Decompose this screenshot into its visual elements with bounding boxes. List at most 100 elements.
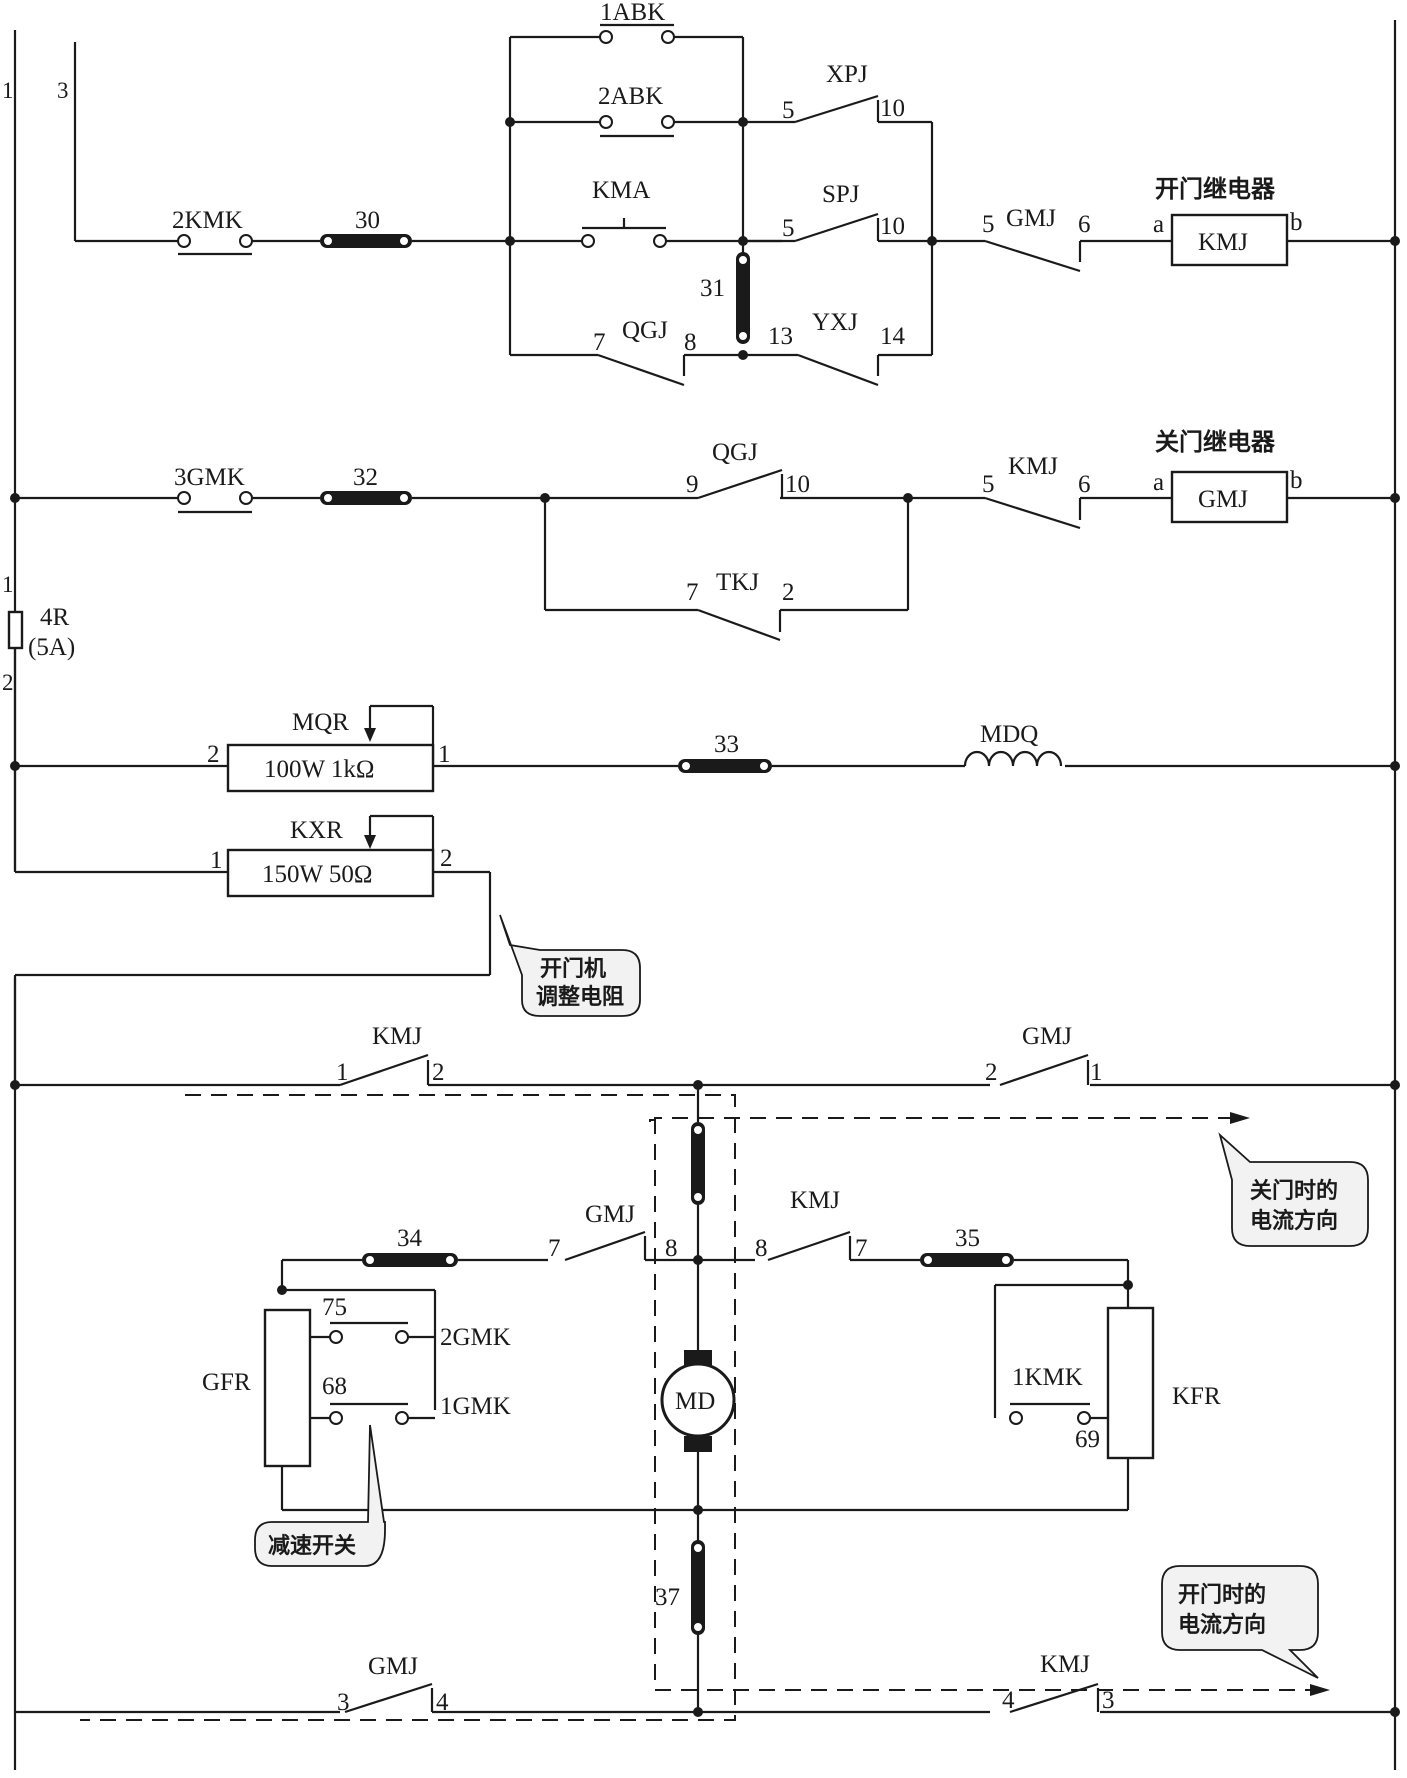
relay-gmj-coil: [1170, 470, 1289, 524]
callout-adjust-line2: 调整电阻: [536, 984, 624, 1010]
tkj-pin-2: 2: [782, 579, 795, 606]
contact-gmj-5-6: [984, 239, 1082, 273]
contact-1abk-label: 1ABK: [600, 0, 665, 26]
fuse-37-label: 37: [655, 1584, 680, 1611]
fuse-33: [678, 759, 772, 773]
closing-callout-line1: 关门时的: [1250, 1178, 1338, 1204]
switch-3gmk: [177, 491, 253, 514]
gmj-bot-pin-4: 4: [436, 1689, 449, 1716]
gmj-pin-5: 5: [982, 211, 995, 238]
junction: [693, 1707, 703, 1717]
spj-label: SPJ: [822, 181, 860, 208]
rheostat-kxr-value: 150W 50Ω: [262, 861, 372, 888]
relay-gmj-title: 关门继电器: [1155, 428, 1276, 456]
fuse-35-label: 35: [955, 1225, 980, 1252]
spj-pin-10: 10: [880, 213, 905, 240]
gmj-5-6-label: GMJ: [1006, 205, 1056, 232]
kmj-pin-6: 6: [1078, 471, 1091, 498]
button-kma: [581, 218, 667, 248]
junction: [505, 117, 515, 127]
contact-kmj-4-3: [1009, 1682, 1100, 1714]
contact-xpj: [794, 94, 880, 124]
tkj-label: TKJ: [716, 569, 759, 596]
coil-mdq-label: MDQ: [980, 721, 1038, 748]
callout-adjust-line1: 开门机: [540, 956, 606, 982]
spj-pin-5: 5: [782, 215, 795, 242]
motor-wires: [15, 1083, 1395, 1714]
switch-1kmk: [1009, 1402, 1091, 1425]
callout-adjust-resistor: [499, 914, 641, 1017]
qgj-pin-9: 9: [686, 471, 699, 498]
fuse-4r-name: 4R: [40, 604, 70, 631]
left-rail-number: 1: [2, 78, 14, 103]
contact-69-label: 69: [1075, 1426, 1100, 1453]
fuse-32-label: 32: [353, 464, 378, 491]
close-direction-arrow: [1230, 1112, 1250, 1124]
resistor-kfr: [1106, 1306, 1155, 1460]
contact-qgj-9-10: [697, 468, 784, 500]
contact-gmj-3-4: [344, 1682, 434, 1714]
rheostat-kxr-pin-1: 1: [210, 847, 223, 874]
gmj-3-4-label: GMJ: [368, 1653, 418, 1680]
junction: [1390, 761, 1400, 771]
kmj-bot-pin-4: 4: [1002, 1687, 1015, 1714]
qgj-pin-8: 8: [684, 329, 697, 356]
junction: [277, 1285, 287, 1295]
contact-68-label: 68: [322, 1373, 347, 1400]
fuse-upper-motor: [691, 1122, 705, 1205]
fuse-4r: [7, 610, 24, 650]
kmj-pin-5: 5: [982, 471, 995, 498]
junction: [927, 236, 937, 246]
kmj-4-3-label: KMJ: [1040, 1651, 1090, 1678]
switch-2gmk-label: 2GMK: [440, 1324, 511, 1351]
switch-2kmk-label: 2KMK: [172, 207, 243, 234]
kmj-mid-pin-7: 7: [855, 1235, 868, 1262]
resistor-gfr: [263, 1308, 312, 1468]
switch-2gmk: [310, 1321, 435, 1344]
junction: [1390, 1707, 1400, 1717]
kmj-1-2-label: KMJ: [372, 1023, 422, 1050]
row2-wires: [15, 496, 1395, 612]
fuse-4r-pin-1: 1: [2, 572, 14, 597]
fuse-35: [920, 1253, 1014, 1267]
motor-md: [660, 1350, 736, 1452]
junction: [1123, 1280, 1133, 1290]
contact-kmj-1-2: [339, 1053, 430, 1087]
fuse-31: [736, 252, 750, 344]
contact-kmj-8-7: [767, 1230, 852, 1262]
fuse-31-label: 31: [700, 275, 725, 302]
junction: [738, 236, 748, 246]
fuse-4r-rating: (5A): [28, 634, 75, 661]
opening-current-path: [649, 1117, 1230, 1122]
qgj-pin-10: 10: [785, 471, 810, 498]
motor-md-label: MD: [675, 1388, 715, 1415]
junction: [10, 493, 20, 503]
junction: [10, 1080, 20, 1090]
contact-tkj: [697, 608, 782, 642]
rheostat-kxr-name: KXR: [290, 817, 343, 844]
switch-1kmk-label: 1KMK: [1012, 1364, 1083, 1391]
contact-gmj-7-8: [564, 1230, 647, 1262]
gmj-bot-pin-3: 3: [337, 1689, 350, 1716]
callout-closing-current: [1218, 1132, 1369, 1247]
junction: [505, 236, 515, 246]
contact-spj: [794, 212, 880, 243]
kfr-label: KFR: [1172, 1383, 1221, 1410]
rheostat-kxr: [226, 848, 435, 898]
fuse-33-label: 33: [714, 731, 739, 758]
fuse-30: [320, 234, 412, 248]
xpj-pin-10: 10: [880, 95, 905, 122]
fuse-32: [320, 491, 412, 505]
relay-kmj-coil: [1170, 213, 1289, 267]
row3-wires: [15, 704, 1395, 768]
junction: [1390, 493, 1400, 503]
relay-gmj-pin-a: a: [1153, 469, 1164, 496]
junction: [693, 1505, 703, 1515]
rheostat-mqr-name: MQR: [292, 709, 349, 736]
junction: [693, 1255, 703, 1265]
yxj-pin-13: 13: [768, 323, 793, 350]
contact-yxj: [797, 353, 880, 387]
xpj-pin-5: 5: [782, 97, 795, 124]
relay-gmj-pin-b: b: [1290, 467, 1303, 494]
